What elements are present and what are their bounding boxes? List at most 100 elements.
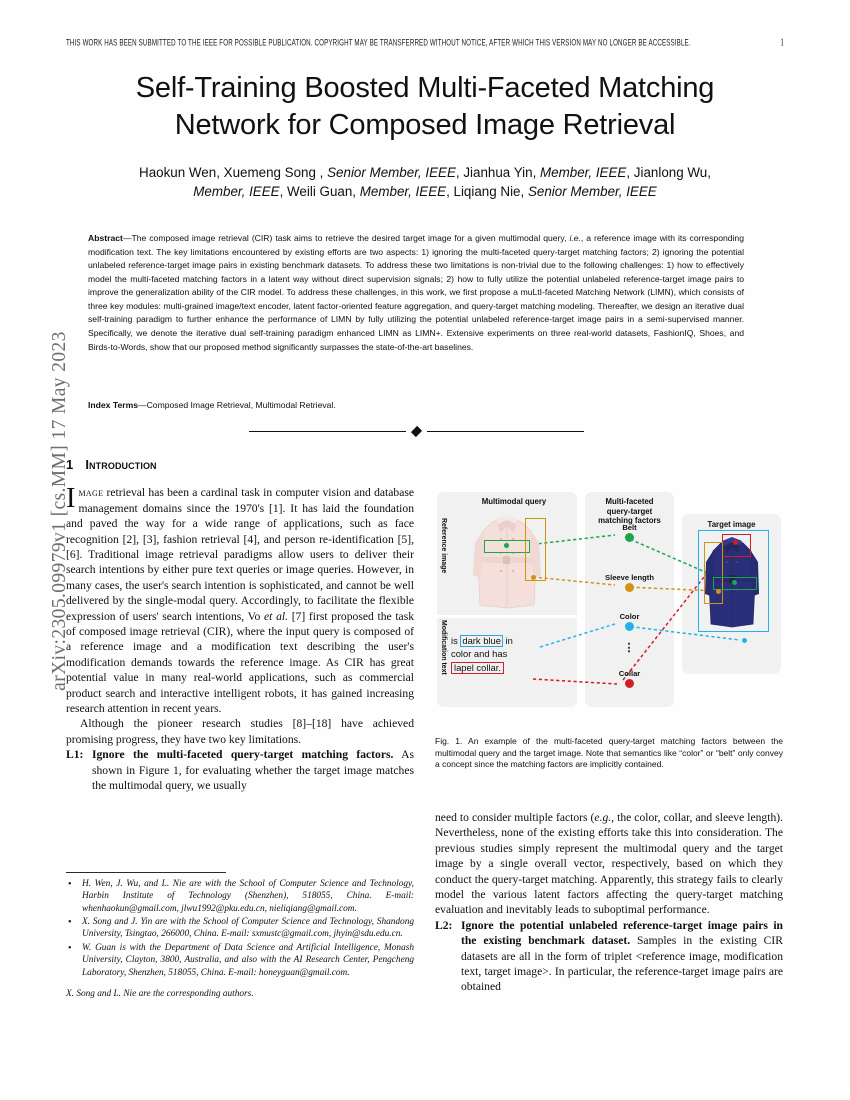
figure-1: Multimodal query Multi-faceted query-tar… <box>435 492 783 714</box>
title-line-1: Self-Training Boosted Multi-Faceted Matc… <box>135 72 715 104</box>
figure-heading-matching-factors: Multi-faceted query-target matching fact… <box>585 497 674 526</box>
footnote-item: H. Wen, J. Wu, and L. Nie are with the S… <box>68 878 414 915</box>
index-terms-text: Composed Image Retrieval, Multimodal Ret… <box>146 400 336 410</box>
reference-sleeve-dot <box>531 575 536 580</box>
target-belt-box <box>713 577 757 590</box>
title-line-2: Network for Composed Image Retrieval <box>174 109 676 142</box>
lead-smallcaps: mage <box>78 486 104 500</box>
corresponding-authors-note: X. Song and L. Nie are the corresponding… <box>66 988 254 999</box>
factor-label-sleeve-length: Sleeve length <box>605 573 654 582</box>
section-number: 1 <box>66 457 74 472</box>
limitation-l1-text: Ignore the multi-faceted query-target ma… <box>92 747 414 793</box>
intro-etal: et al. <box>264 609 288 623</box>
mod-text-highlight-collar: lapel collar. <box>451 661 504 674</box>
author-line2-role3: Senior Member, IEEE <box>527 184 657 200</box>
factor-dot-collar <box>625 679 634 688</box>
figure-connector-lines <box>526 534 741 685</box>
factor-label-belt: Belt <box>622 523 637 532</box>
factor-dot-sleeve-length <box>625 583 634 592</box>
right-eg: e.g. <box>594 811 612 824</box>
target-collar-box <box>722 534 751 557</box>
author-line1-names: Haokun Wen, Xuemeng Song , <box>139 165 328 180</box>
footnote-rule <box>66 872 226 873</box>
intro-text-1: retrieval has been a cardinal task in co… <box>66 486 414 623</box>
divider-bar-left <box>248 430 406 433</box>
target-collar-dot <box>733 540 738 545</box>
figure-side-label-modification-text: Modification text <box>440 620 447 675</box>
target-color-dot <box>742 638 747 643</box>
factor-dot-color <box>625 622 634 631</box>
section-heading-introduction: 1 Introduction <box>66 456 414 473</box>
right-column: need to consider multiple factors (e.g.,… <box>435 810 783 995</box>
limitation-l2-text: Ignore the potential unlabeled reference… <box>461 918 783 995</box>
author-line1-c: , Jianhua Yin, <box>455 165 541 180</box>
figure-heading-multimodal-query: Multimodal query <box>481 497 547 506</box>
author-line2-b: , Weili Guan, <box>279 184 360 200</box>
footnote-list: H. Wen, J. Wu, and L. Nie are with the S… <box>66 878 414 979</box>
author-line1-role2: Member, IEEE <box>540 165 627 180</box>
index-terms-label: Index Terms <box>88 400 138 410</box>
limitation-l1: L1: Ignore the multi-faceted query-targe… <box>66 747 414 793</box>
divider-bar-right <box>426 430 584 433</box>
author-line2-role1: Member, IEEE <box>193 184 280 200</box>
footnote-item: X. Song and J. Yin are with the School o… <box>68 916 414 941</box>
drop-cap: I <box>66 483 76 515</box>
target-sleeve-dot <box>716 589 721 594</box>
target-belt-dot <box>732 580 737 585</box>
reference-belt-box <box>484 540 530 553</box>
figure-1-caption: Fig. 1. An example of the multi-faceted … <box>435 736 783 770</box>
index-terms-dash: — <box>138 400 147 410</box>
line-color-query <box>539 623 616 648</box>
limitation-l2-bold: Ignore the potential unlabeled reference… <box>461 918 783 948</box>
limitation-l1-rest: As shown in Figure 1, for evaluating whe… <box>92 748 414 792</box>
mod-text-line2: color and has <box>451 648 508 660</box>
factor-ellipsis-icon: ⋮ <box>623 642 636 654</box>
mod-text-seg3: in <box>502 635 513 646</box>
line-collar-query <box>532 678 618 685</box>
intro-paragraph-2: Although the pioneer research studies [8… <box>66 717 414 746</box>
copyright-notice: THIS WORK HAS BEEN SUBMITTED TO THE IEEE… <box>66 37 691 49</box>
factor-label-color: Color <box>619 612 640 621</box>
figure-panel-matching-factors <box>585 492 674 707</box>
footnote-block: H. Wen, J. Wu, and L. Nie are with the S… <box>66 878 414 1000</box>
right-text-1: need to consider multiple factors ( <box>435 811 595 824</box>
limitation-l2: L2: Ignore the potential unlabeled refer… <box>435 918 783 995</box>
factors-title-line1: Multi-faceted <box>605 497 654 506</box>
mod-text-seg1: is <box>451 635 461 646</box>
author-list: Haokun Wen, Xuemeng Song , Senior Member… <box>85 163 765 202</box>
query-panel-divider <box>437 615 577 618</box>
target-sleeve-box <box>704 542 723 604</box>
limitation-l1-label: L1: <box>66 748 84 762</box>
author-line1-e: , Jianlong Wu, <box>626 165 711 180</box>
figure-side-label-reference-image: Reference image <box>440 518 447 574</box>
line-color-target <box>624 625 741 641</box>
reference-sleeve-box <box>525 518 546 581</box>
abstract: Abstract—The composed image retrieval (C… <box>88 232 744 354</box>
factors-title-line3: matching factors <box>598 516 661 526</box>
factors-title-line2: query-target <box>606 506 653 516</box>
running-header: THIS WORK HAS BEEN SUBMITTED TO THE IEEE… <box>66 36 784 48</box>
reference-coat-image <box>473 515 541 609</box>
abstract-label: Abstract <box>88 233 123 243</box>
index-terms: Index Terms—Composed Image Retrieval, Mu… <box>88 400 744 410</box>
author-line1-role1: Senior Member, IEEE <box>327 165 456 180</box>
divider-diamond-icon <box>410 425 422 438</box>
abstract-text-1: The composed image retrieval (CIR) task … <box>131 233 570 243</box>
abstract-dash: — <box>122 233 132 243</box>
page-number: 1 <box>780 36 784 49</box>
line-belt-query <box>526 534 616 546</box>
reference-belt-dot <box>504 543 509 548</box>
section-divider <box>88 425 744 438</box>
author-line2-d: , Liqiang Nie, <box>446 184 528 200</box>
footnote-item: W. Guan is with the Department of Data S… <box>68 942 414 979</box>
right-text-1-cont: , the color, collar, and sleeve length).… <box>435 811 783 917</box>
limitation-l1-bold: Ignore the multi-faceted query-target ma… <box>92 748 394 762</box>
section-title: Introduction <box>85 457 157 472</box>
factor-dot-belt <box>625 533 634 542</box>
mod-text-highlight-color: dark blue <box>460 635 503 647</box>
line-sleeve-target <box>624 586 719 592</box>
abstract-text-2: , a reference image with its correspondi… <box>88 233 744 352</box>
